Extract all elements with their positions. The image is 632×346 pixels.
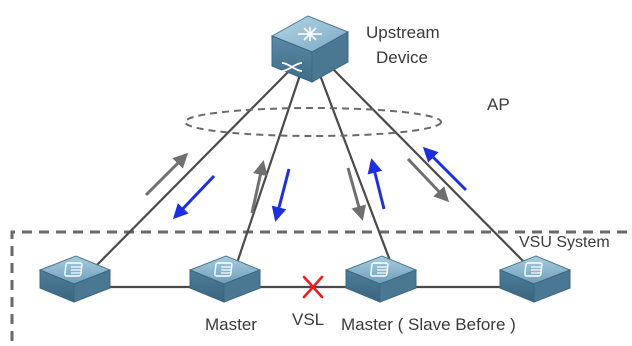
uplink-3 [318, 74, 394, 267]
upstream-device-label-line2: Device [376, 48, 428, 67]
red-x-icon [302, 275, 324, 299]
member-switch-2 [188, 255, 262, 303]
access-switch-icon [498, 255, 572, 303]
ap-label: AP [487, 95, 510, 114]
access-switch-icon [188, 255, 262, 303]
arrow-gray-up-left [144, 152, 189, 197]
access-switch-icon [38, 255, 112, 303]
vsl-label: VSL [292, 310, 325, 329]
member-switch-3 [344, 255, 418, 303]
arrow-blue-up-left [422, 146, 468, 192]
arrow-gray-down-right [406, 157, 450, 203]
arrow-blue-up [367, 158, 386, 210]
uplink-4 [331, 67, 529, 267]
access-switch-icon [344, 255, 418, 303]
arrow-gray-down [346, 167, 366, 221]
arrow-blue-down-left [172, 174, 216, 220]
upstream-device-label-line1: Upstream [366, 23, 440, 42]
arrow-blue-down [271, 168, 291, 222]
uplink-1 [91, 69, 291, 271]
uplinks [91, 67, 529, 271]
flow-arrows [144, 146, 468, 222]
core-switch-icon [270, 15, 350, 83]
vsu-system-label: VSU System [519, 234, 610, 251]
uplink-2 [234, 74, 302, 267]
member-switch-1 [38, 255, 112, 303]
vsu-system-border [10, 230, 632, 341]
master-slave-before-label: Master ( Slave Before ) [341, 315, 516, 334]
member-switch-4 [498, 255, 572, 303]
ap-aggregation-ellipse [184, 107, 442, 137]
arrow-gray-up [250, 160, 268, 214]
master-label: Master [205, 315, 257, 334]
